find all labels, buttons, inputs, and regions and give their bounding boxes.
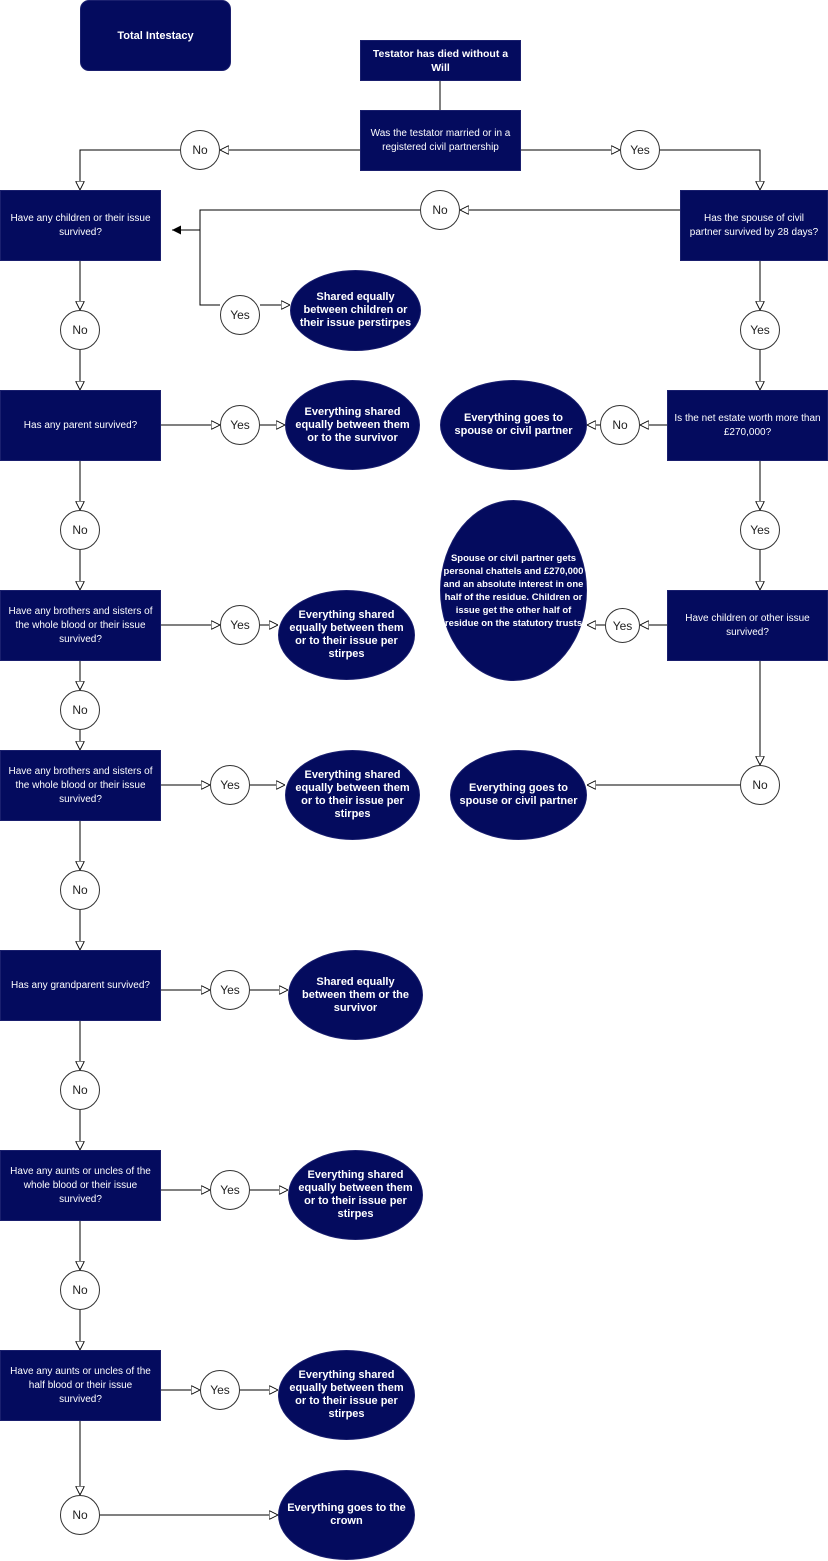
married-no-label: No (180, 130, 220, 170)
grandparent-outcome: Shared equally between them or the survi… (288, 950, 423, 1040)
issue-no-outcome: Everything goes to spouse or civil partn… (450, 750, 587, 840)
estate-no-outcome: Everything goes to spouse or civil partn… (440, 380, 587, 470)
siblings-whole-no-label: No (60, 690, 100, 730)
grandparent-no-label: No (60, 1070, 100, 1110)
aunts-half-outcome: Everything shared equally between them o… (278, 1350, 415, 1440)
issue-no-label: No (740, 765, 780, 805)
children-question: Have any children or their issue survive… (0, 190, 161, 261)
aunts-whole-outcome: Everything shared equally between them o… (288, 1150, 423, 1240)
estate-no-label: No (600, 405, 640, 445)
connector-line (199, 209, 420, 306)
siblings-half-question: Have any brothers and sisters of the who… (0, 750, 161, 821)
parent-outcome: Everything shared equally between them o… (285, 380, 420, 470)
children-outcome: Shared equally between children or their… (290, 270, 421, 351)
siblings-half-no-label: No (60, 870, 100, 910)
diagram-title: Total Intestacy (80, 0, 231, 71)
connector-line (660, 149, 760, 190)
estate-value-question: Is the net estate worth more than £270,0… (667, 390, 828, 461)
siblings-half-outcome: Everything shared equally between them o… (285, 750, 420, 840)
aunts-half-question: Have any aunts or uncles of the half blo… (0, 1350, 161, 1421)
children-no-label: No (60, 310, 100, 350)
aunts-whole-yes-label: Yes (210, 1170, 250, 1210)
issue-yes-label: Yes (605, 608, 640, 643)
parent-no-label: No (60, 510, 100, 550)
married-question: Was the testator married or in a registe… (360, 110, 521, 171)
siblings-whole-question: Have any brothers and sisters of the who… (0, 590, 161, 661)
siblings-half-yes-label: Yes (210, 765, 250, 805)
siblings-whole-yes-label: Yes (220, 605, 260, 645)
aunts-whole-question: Have any aunts or uncles of the whole bl… (0, 1150, 161, 1221)
spouse-survived-question: Has the spouse of civil partner survived… (680, 190, 828, 261)
grandparent-question: Has any grandparent survived? (0, 950, 161, 1021)
crown-outcome: Everything goes to the crown (278, 1470, 415, 1560)
spouse-yes-label: Yes (740, 310, 780, 350)
parent-yes-label: Yes (220, 405, 260, 445)
siblings-whole-outcome: Everything shared equally between them o… (278, 590, 415, 680)
aunts-half-yes-label: Yes (200, 1370, 240, 1410)
estate-yes-label: Yes (740, 510, 780, 550)
spouse-no-label: No (420, 190, 460, 230)
issue-yes-outcome: Spouse or civil partner gets personal ch… (440, 500, 587, 681)
start-node: Testator has died without a Will (360, 40, 521, 81)
connector-line (80, 149, 180, 190)
aunts-whole-no-label: No (60, 1270, 100, 1310)
parent-question: Has any parent survived? (0, 390, 161, 461)
married-yes-label: Yes (620, 130, 660, 170)
children-yes-label: Yes (220, 295, 260, 335)
aunts-half-no-label: No (60, 1495, 100, 1535)
issue-survived-question: Have children or other issue survived? (667, 590, 828, 661)
grandparent-yes-label: Yes (210, 970, 250, 1010)
